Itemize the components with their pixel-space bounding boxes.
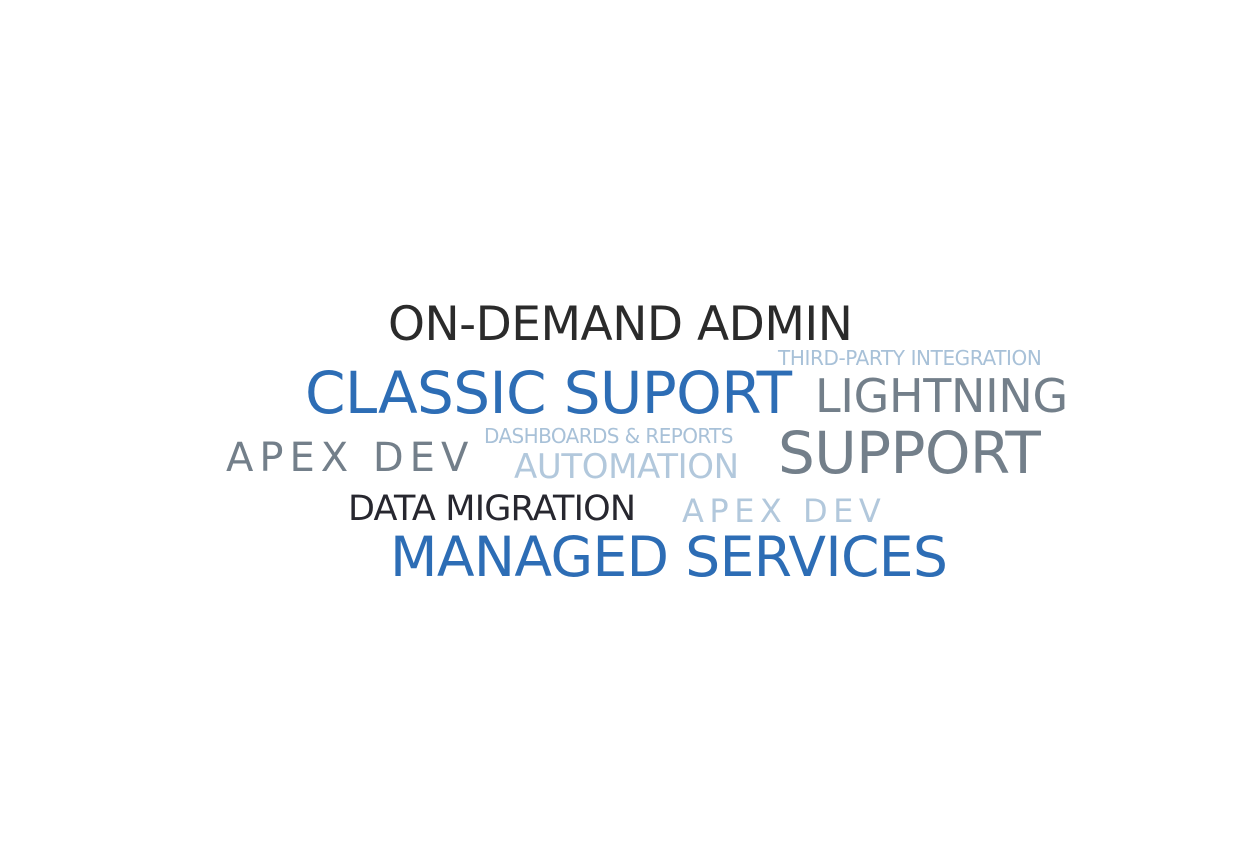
word-apex-dev: APEX DEV (226, 435, 475, 481)
word-automation: AUTOMATION (514, 447, 739, 487)
word-lightning: LIGHTNING (815, 369, 1068, 423)
word-on-demand-admin: ON-DEMAND ADMIN (388, 297, 853, 352)
word-classic-suport: CLASSIC SUPORT (305, 359, 792, 427)
word-support: SUPPORT (778, 419, 1041, 487)
word-managed-services: MANAGED SERVICES (390, 525, 948, 589)
word-dashboards-reports: DASHBOARDS & REPORTS (484, 424, 734, 448)
word-third-party-integration: THIRD-PARTY INTEGRATION (778, 346, 1042, 370)
word-data-migration: DATA MIGRATION (348, 489, 636, 529)
word-apex-dev-light: APEX DEV (682, 492, 887, 530)
